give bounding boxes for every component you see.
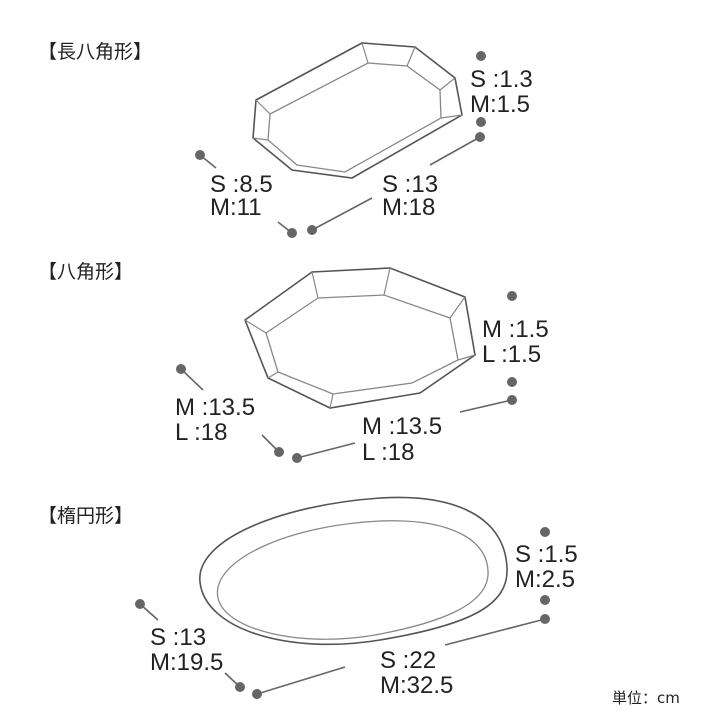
length-label-line2: M:18 <box>382 194 435 221</box>
leader-line <box>429 136 481 166</box>
dimension-dot <box>540 527 550 537</box>
leader-line <box>139 603 159 621</box>
section-octagon: 【八角形】 M :1.5 L :1.5 M :13.5 L :18 M :13.… <box>38 261 549 466</box>
height-label-line1: M :1.5 <box>482 316 549 343</box>
length-label-line1: S :13 <box>382 171 438 198</box>
long-octagon-facets <box>252 42 463 141</box>
length-label-line1: S :22 <box>380 647 436 674</box>
section-oval: 【楕円形】 S :1.5 M:2.5 S :13 M:19.5 S :22 M:… <box>38 496 578 699</box>
length-label-line2: L :18 <box>362 439 415 466</box>
height-label-line2: L :1.5 <box>482 341 541 368</box>
height-label-line1: S :1.5 <box>515 541 578 568</box>
length-label-line2: M:32.5 <box>380 672 453 699</box>
leader-line <box>180 368 204 391</box>
dimension-dot <box>235 682 245 692</box>
dimension-dot <box>507 291 517 301</box>
dimension-dot <box>287 228 297 238</box>
height-label-line2: M:1.5 <box>470 91 530 118</box>
length-label-line1: M :13.5 <box>362 413 442 440</box>
width-label-line1: S :13 <box>150 624 206 651</box>
leader-line <box>459 399 513 413</box>
height-label-line2: M:2.5 <box>515 566 575 593</box>
dimension-dot <box>476 117 486 127</box>
dimension-dot <box>507 395 517 405</box>
width-label-line2: L :18 <box>175 419 228 446</box>
leader-line <box>199 154 217 169</box>
dimension-dot <box>274 447 284 457</box>
width-label-line1: M :13.5 <box>175 394 255 421</box>
unit-note: 単位：cm <box>612 689 680 707</box>
section-title: 【長八角形】 <box>38 41 152 63</box>
width-label-line2: M:19.5 <box>150 649 223 676</box>
width-label-line2: M:11 <box>210 194 262 221</box>
width-label-line1: S :8.5 <box>210 171 273 198</box>
leader-line <box>296 442 356 459</box>
dimension-dot <box>476 51 486 61</box>
section-title: 【楕円形】 <box>38 505 133 527</box>
height-label-line1: S :1.3 <box>470 66 533 93</box>
dimension-dot <box>292 453 302 463</box>
long-octagon-plate-outline <box>252 42 463 179</box>
section-title: 【八角形】 <box>38 261 133 283</box>
octagon-facets <box>244 267 476 409</box>
dimension-dot <box>252 689 262 699</box>
oval-plate-outline <box>199 496 508 646</box>
dimension-dot <box>540 595 550 605</box>
leader-line <box>256 666 346 695</box>
leader-line <box>311 197 373 231</box>
dimension-dot <box>307 225 317 235</box>
section-long-octagon: 【長八角形】 S :1.3 M:1.5 S :8.5 M:11 S :13 M:… <box>38 41 533 238</box>
octagon-plate-outline <box>244 267 476 409</box>
dimension-dot <box>507 377 517 387</box>
leader-line <box>444 618 546 646</box>
oval-plate-inner <box>216 520 489 640</box>
